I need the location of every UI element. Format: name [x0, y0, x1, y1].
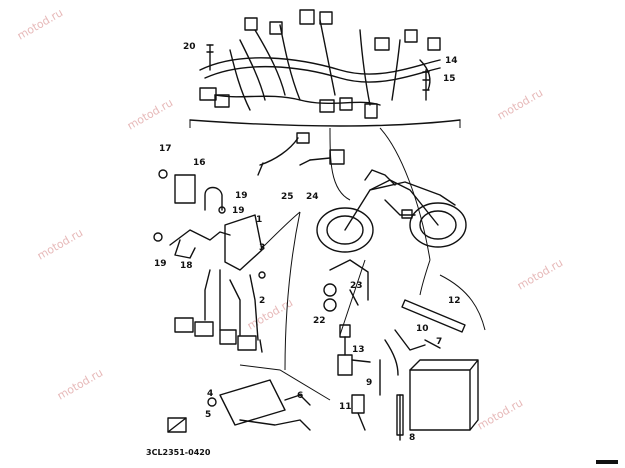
callout-24: 24: [306, 192, 319, 202]
callout-4: 4: [207, 389, 213, 399]
callout-1: 1: [256, 215, 262, 225]
watermark: motod.ru: [515, 256, 565, 292]
watermark: motod.ru: [475, 396, 525, 432]
watermark: motod.ru: [495, 86, 545, 122]
callout-9: 9: [366, 378, 372, 388]
callout-10: 10: [416, 324, 429, 334]
callout-3: 3: [259, 243, 265, 253]
callout-8: 8: [409, 433, 415, 443]
callout-16: 16: [193, 158, 206, 168]
callout-21: 20: [183, 42, 196, 52]
callout-2: 2: [259, 296, 265, 306]
callout-23: 23: [350, 281, 363, 291]
callout-6: 6: [297, 391, 303, 401]
watermark: motod.ru: [15, 6, 65, 42]
callout-22: 22: [313, 316, 326, 326]
watermark: motod.ru: [35, 226, 85, 262]
switch-parts: [337, 324, 399, 431]
drawing-code: 3CL2351-0420: [146, 448, 211, 457]
callout-14: 14: [445, 56, 458, 66]
watermark: motod.ru: [55, 366, 105, 402]
callout-19-lower: 19: [154, 259, 167, 269]
callout-labels: 20 14 15 17 16 19 19 1 3 19 18 2 25 24 2…: [154, 42, 461, 443]
motorcycle-outline: [316, 169, 467, 253]
callout-19-upper: 19: [232, 206, 245, 216]
battery-assembly: [394, 299, 479, 441]
wire-harness: [189, 9, 461, 127]
callout-15: 15: [443, 74, 456, 84]
callout-17: 17: [159, 144, 172, 154]
rectifier-area: [323, 259, 369, 312]
callout-11: 11: [339, 402, 352, 412]
corner-mark: [596, 460, 618, 464]
callout-20: 19: [235, 191, 248, 201]
watermark: motod.ru: [125, 96, 175, 132]
callout-13: 13: [352, 345, 365, 355]
callout-25: 25: [281, 192, 294, 202]
ignition-bracket-assembly: [153, 169, 266, 353]
starter-relay-parts: [167, 364, 331, 433]
callout-12: 12: [448, 296, 461, 306]
callout-5: 5: [205, 410, 211, 420]
sub-harness: [257, 132, 345, 176]
callout-7: 7: [436, 337, 442, 347]
leader-lines: [189, 120, 486, 371]
callout-18: 18: [180, 261, 193, 271]
